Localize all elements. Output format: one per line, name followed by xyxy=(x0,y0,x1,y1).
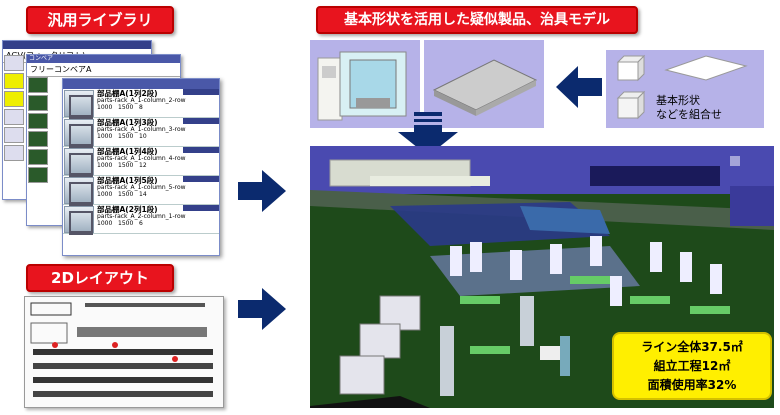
basic-shapes-image xyxy=(616,54,748,120)
thumb-icon xyxy=(4,109,24,125)
layout2d-banner: 2Dレイアウト xyxy=(26,264,174,292)
item-dims: 1000 1500 6 xyxy=(97,220,143,227)
shapes-label-line1: 基本形状 xyxy=(656,94,700,107)
item-name: 部品棚A(2列1段) xyxy=(97,205,158,214)
thumb-icon xyxy=(4,145,24,161)
arrow-down-icon xyxy=(398,112,458,156)
shapes-label-line2: などを組合せ xyxy=(656,108,722,121)
item-code: parts-rack_A_1-column_3-row xyxy=(97,126,186,133)
row-tab xyxy=(183,118,219,124)
thumb-icon xyxy=(28,131,48,147)
item-dims: 1000 1500 12 xyxy=(97,162,147,169)
row-tab xyxy=(183,147,219,153)
arrow-right-icon xyxy=(238,288,286,330)
stat-line-assembly: 組立工程12㎡ xyxy=(653,359,731,373)
item-code: parts-rack_A_1-column_2-row xyxy=(97,97,186,104)
basic-shapes-panel: 基本形状 などを組合せ xyxy=(606,50,764,128)
item-code: parts-rack_A_1-column_5-row xyxy=(97,184,186,191)
rack-thumbnail-icon xyxy=(64,119,94,148)
item-dims: 1000 1500 14 xyxy=(97,191,147,198)
machine-model-panel xyxy=(310,40,420,128)
library-stack: AGV(フォークリフト) コンベア フリーコンベアA 部品棚A(1列2段)par… xyxy=(2,40,232,256)
jig-plate-image xyxy=(432,59,538,116)
layout2d-plan xyxy=(30,302,213,397)
factory-scene-image xyxy=(310,156,774,408)
jig-model-panel xyxy=(424,40,544,128)
item-code: parts-rack_A_2-column_1-row xyxy=(97,213,186,220)
thumb-icon xyxy=(4,73,24,89)
item-name: 部品棚A(1列4段) xyxy=(97,147,158,156)
thumb-icon xyxy=(4,55,24,71)
thumb-icon xyxy=(28,149,48,165)
layout2d-drawing xyxy=(24,296,224,408)
shapes-banner: 基本形状を活用した疑似製品、治具モデル xyxy=(316,6,638,34)
row-tab xyxy=(183,89,219,95)
thumb-icon xyxy=(4,91,24,107)
thumb-icon xyxy=(28,167,48,183)
sheet-mid-title: フリーコンベアA xyxy=(27,63,180,77)
rack-thumbnail-icon xyxy=(64,148,94,177)
item-dims: 1000 1500 8 xyxy=(97,104,143,111)
item-code: parts-rack_A_1-column_4-row xyxy=(97,155,186,162)
library-banner: 汎用ライブラリ xyxy=(26,6,174,34)
thumb-icon xyxy=(28,113,48,129)
item-name: 部品棚A(1列3段) xyxy=(97,118,158,127)
sheet-mid-category: コンベア xyxy=(27,55,180,63)
item-dims: 1000 1500 10 xyxy=(97,133,147,140)
arrow-right-icon xyxy=(238,170,286,212)
row-tab xyxy=(183,205,219,211)
area-stats-box: ライン全体37.5㎡ 組立工程12㎡ 面積使用率32% xyxy=(612,332,772,400)
machine-model-image xyxy=(317,51,407,121)
item-name: 部品棚A(1列5段) xyxy=(97,176,158,185)
basic-shapes-label: 基本形状 などを組合せ xyxy=(656,94,722,122)
arrow-left-icon xyxy=(556,66,602,108)
rack-thumbnail-icon xyxy=(64,90,94,119)
thumb-icon xyxy=(4,127,24,143)
item-name: 部品棚A(1列2段) xyxy=(97,89,158,98)
rack-thumbnail-icon xyxy=(64,206,94,235)
stat-line-total: ライン全体37.5㎡ xyxy=(641,340,743,354)
row-tab xyxy=(183,176,219,182)
thumb-icon xyxy=(28,95,48,111)
card-header xyxy=(63,79,219,89)
stat-line-usage: 面積使用率32% xyxy=(647,378,737,392)
rack-thumbnail-icon xyxy=(64,177,94,206)
thumb-icon xyxy=(28,77,48,93)
